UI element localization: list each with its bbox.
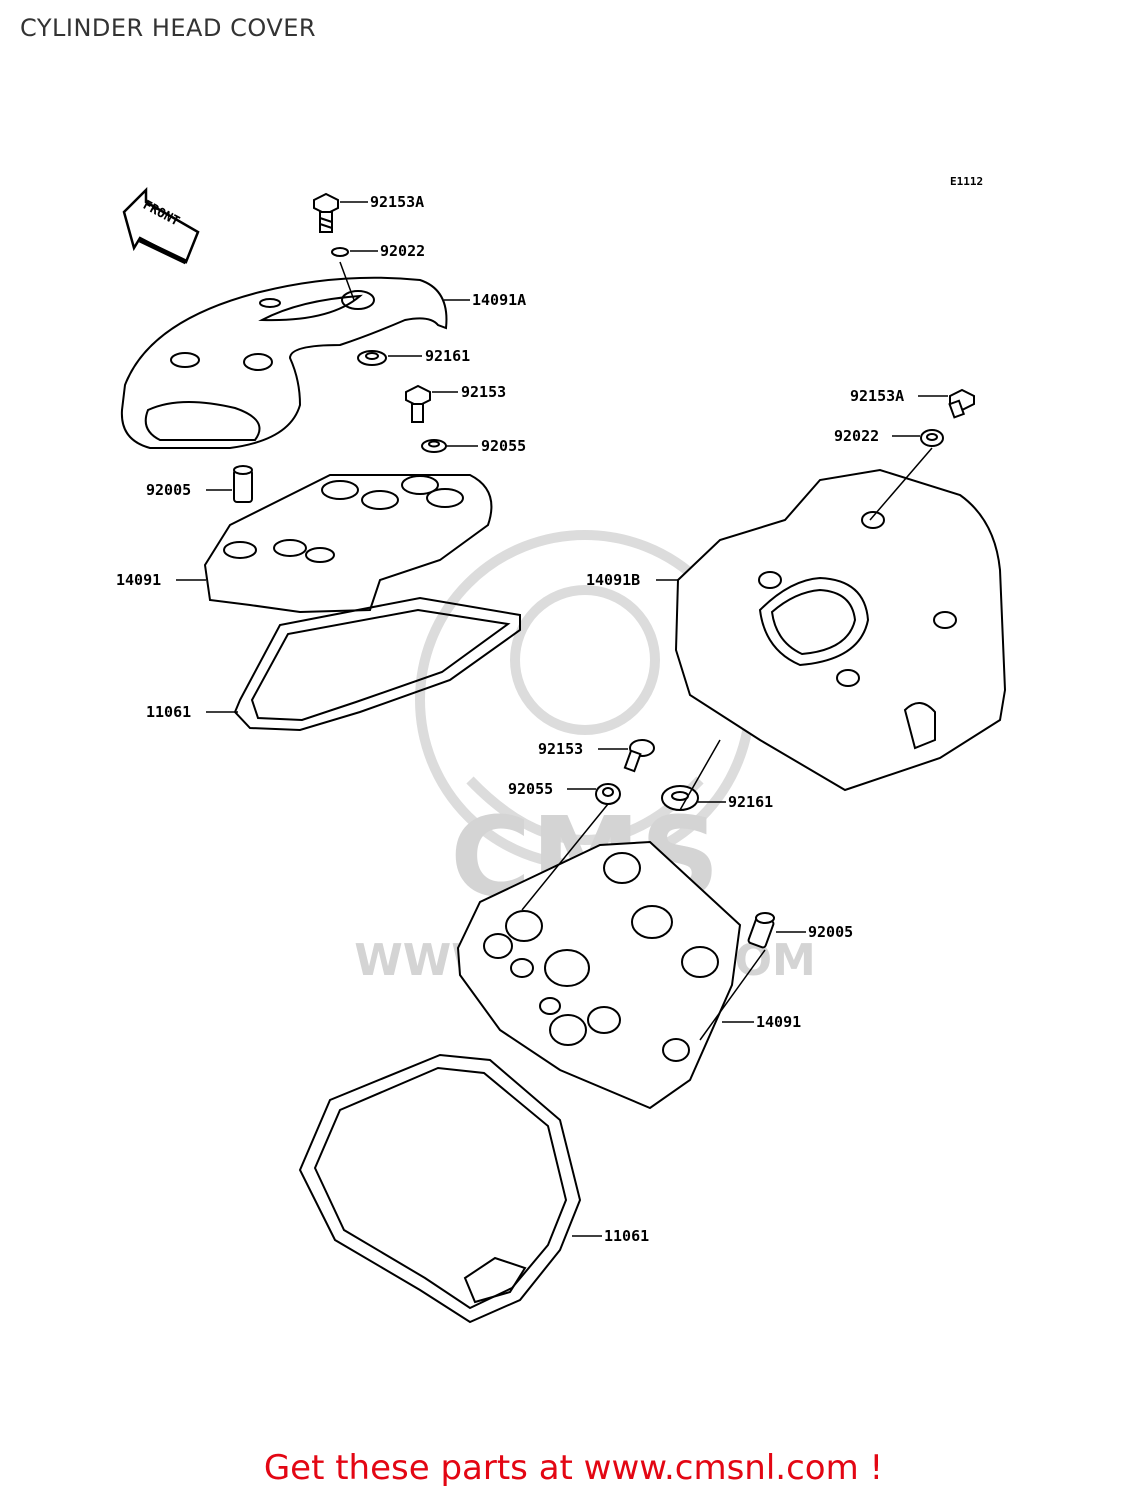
front-arrow-icon: FRONT [122, 186, 200, 265]
cover-14091a-drawing [120, 276, 448, 449]
callout-92055-right: 92055 [508, 780, 553, 798]
page-title: CYLINDER HEAD COVER [20, 14, 317, 42]
callout-92153a-left: 92153A [370, 193, 424, 211]
bolt-92153-left-drawing [405, 384, 431, 423]
collar-92055-right-drawing [595, 783, 621, 805]
grommet-92161-right-drawing [661, 785, 699, 811]
callout-92005-left: 92005 [146, 481, 191, 499]
callout-92161-right: 92161 [728, 793, 773, 811]
footer-link[interactable]: Get these parts at www.cmsnl.com ! [263, 1448, 884, 1488]
grommet-92161-left-drawing [357, 350, 387, 366]
leader-lines [176, 201, 948, 1237]
bolt-92153a-left-drawing [313, 192, 339, 233]
dowel-92005-left-drawing [233, 465, 253, 503]
callout-92153-left: 92153 [461, 383, 506, 401]
callout-92153-right: 92153 [538, 740, 583, 758]
head-cover-14091-right-drawing [456, 840, 742, 1110]
callout-14091-left: 14091 [116, 571, 161, 589]
callout-92161-left: 92161 [425, 347, 470, 365]
bolt-92153-right-drawing [623, 739, 655, 773]
washer-92022-left-drawing [331, 247, 349, 257]
callout-92005-right: 92005 [808, 923, 853, 941]
head-cover-14091-left-drawing [203, 474, 493, 614]
washer-92022-right-drawing [920, 429, 944, 447]
callout-14091-right: 14091 [756, 1013, 801, 1031]
callout-14091a: 14091A [472, 291, 526, 309]
callout-92022-left: 92022 [380, 242, 425, 260]
bolt-92153a-right-drawing [948, 388, 975, 419]
callout-11061-left: 11061 [146, 703, 191, 721]
gasket-11061-left-drawing [233, 596, 521, 732]
gasket-11061-right-drawing [298, 1053, 582, 1324]
callout-92022-right: 92022 [834, 427, 879, 445]
callout-92055-left: 92055 [481, 437, 526, 455]
collar-92055-left-drawing [421, 439, 447, 453]
callout-14091b: 14091B [586, 571, 640, 589]
callout-11061-right: 11061 [604, 1227, 649, 1245]
parts-diagram: CMS WWW.CMSNL.COM E1112 FRONT [116, 175, 1007, 1324]
dowel-92005-right-drawing [747, 912, 775, 949]
diagram-code: E1112 [950, 175, 983, 188]
cover-14091b-drawing [674, 468, 1007, 792]
callout-92153a-right: 92153A [850, 387, 904, 405]
